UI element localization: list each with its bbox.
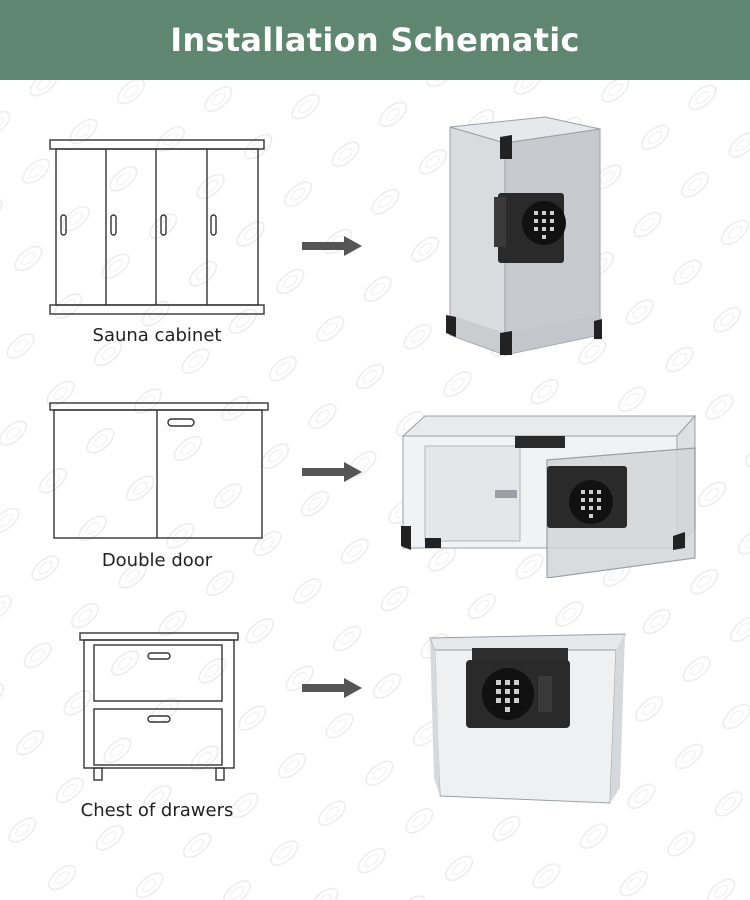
glass-drawer-with-keypad-lock — [429, 633, 626, 804]
glass-double-door-with-keypad-lock — [401, 414, 697, 578]
arrow-right-icon — [302, 236, 362, 256]
arrow-right-icon — [302, 678, 362, 698]
arrow-right-icon — [302, 462, 362, 482]
chest-of-drawers-sketch — [79, 632, 239, 781]
caption-sauna-cabinet: Sauna cabinet — [92, 325, 222, 346]
double-door-sketch — [49, 402, 269, 539]
glass-cabinet-with-keypad-lock — [446, 116, 602, 356]
caption-double-door: Double door — [101, 550, 213, 571]
caption-chest-of-drawers: Chest of drawers — [80, 800, 234, 821]
sauna-cabinet-sketch — [49, 139, 265, 315]
title-banner: Installation Schematic — [0, 0, 750, 80]
page-title: Installation Schematic — [170, 21, 580, 59]
